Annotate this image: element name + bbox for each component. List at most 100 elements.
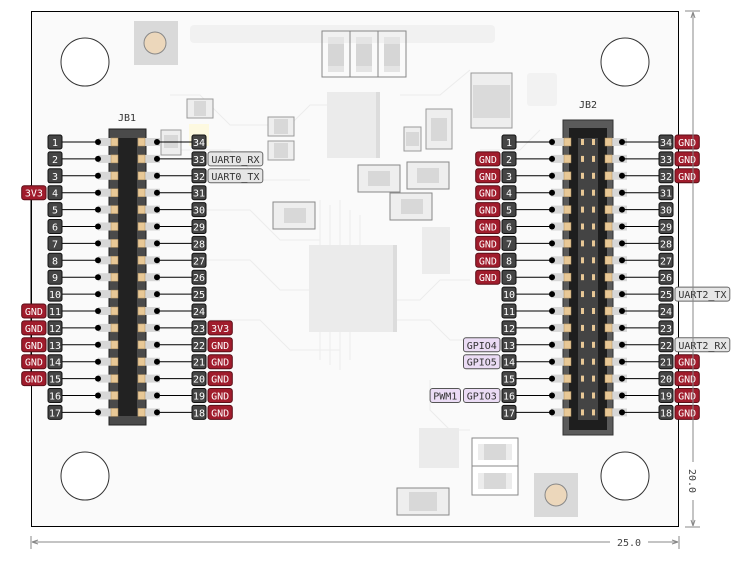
pin-dot bbox=[619, 392, 625, 399]
pin-dot bbox=[154, 291, 160, 298]
pin-jb1-29[interactable]: 29 bbox=[137, 219, 207, 234]
pin-number-box bbox=[501, 168, 517, 184]
pin-pad bbox=[110, 188, 119, 197]
pin-dot bbox=[154, 341, 160, 348]
pin-jb2-23[interactable]: 23 bbox=[592, 320, 674, 336]
pin-jb1-31[interactable]: 31 bbox=[137, 185, 207, 201]
pin-jb1-7[interactable]: 7 bbox=[47, 235, 119, 251]
pin-dot bbox=[95, 392, 101, 399]
pin-tag-gnd: GND bbox=[475, 168, 501, 184]
pin-pad bbox=[137, 357, 146, 366]
pin-jb2-11[interactable]: 11 bbox=[501, 303, 584, 319]
pin-jb2-29[interactable]: 29 bbox=[592, 219, 674, 234]
pin-tag-label: GND bbox=[25, 324, 43, 335]
pin-number: 17 bbox=[49, 408, 61, 419]
pin-number: 3 bbox=[52, 172, 58, 183]
pin-jb1-8[interactable]: 8 bbox=[47, 252, 119, 268]
pin-jb2-26[interactable]: 26 bbox=[592, 269, 674, 285]
pin-jb1-34[interactable]: 34 bbox=[137, 134, 207, 150]
pin-jb1-26[interactable]: 26 bbox=[137, 269, 207, 285]
pin-jb2-17[interactable]: 17 bbox=[501, 404, 584, 420]
pin-jb2-24[interactable]: 24 bbox=[592, 303, 674, 319]
pin-jb1-30[interactable]: 30 bbox=[137, 202, 207, 218]
pin-jb2-30[interactable]: 30 bbox=[592, 202, 674, 218]
pin-lead bbox=[551, 391, 570, 400]
pin-pad bbox=[604, 408, 613, 417]
pin-pad bbox=[604, 256, 613, 265]
pin-number: 5 bbox=[506, 206, 512, 217]
pin-number: 27 bbox=[660, 256, 672, 267]
pin-jb1-1[interactable]: 1 bbox=[47, 134, 119, 150]
pin-pad-inner bbox=[592, 308, 595, 314]
pin-number: 29 bbox=[193, 223, 205, 234]
pin-number: 19 bbox=[660, 392, 672, 403]
pin-lead bbox=[141, 323, 160, 332]
pin-jb1-9[interactable]: 9 bbox=[47, 269, 119, 285]
pin-jb1-24[interactable]: 24 bbox=[137, 303, 207, 319]
pin-jb2-10[interactable]: 10 bbox=[501, 286, 584, 302]
pin-number: 32 bbox=[193, 172, 205, 183]
pin-number: 12 bbox=[503, 324, 515, 335]
pin-jb1-3[interactable]: 3 bbox=[47, 168, 119, 184]
pin-jb2-15[interactable]: 15 bbox=[501, 371, 584, 387]
pin-jb1-25[interactable]: 25 bbox=[137, 286, 207, 302]
pin-tag-uart: UART0_TX bbox=[207, 168, 264, 184]
pin-jb1-2[interactable]: 2 bbox=[47, 151, 119, 167]
pin-jb2-31[interactable]: 31 bbox=[592, 185, 674, 201]
pin-pad bbox=[110, 289, 119, 299]
pin-dot bbox=[549, 358, 555, 365]
pin-jb2-28[interactable]: 28 bbox=[592, 235, 674, 251]
pin-jb1-16[interactable]: 16 bbox=[47, 388, 119, 403]
pin-tag-label: GND bbox=[479, 256, 497, 267]
pin-lead bbox=[551, 340, 570, 349]
pin-lead bbox=[608, 171, 627, 180]
pin-jb2-27[interactable]: 27 bbox=[592, 252, 674, 268]
pin-jb1-27[interactable]: 27 bbox=[137, 252, 207, 268]
pin-jb2-12[interactable]: 12 bbox=[501, 320, 584, 336]
pin-number-box bbox=[191, 286, 207, 302]
pin-tag-box bbox=[207, 337, 233, 353]
pin-jb1-17[interactable]: 17 bbox=[47, 404, 119, 420]
pin-lead bbox=[141, 171, 160, 180]
pin-number: 20 bbox=[660, 375, 672, 386]
pin-jb1-6[interactable]: 6 bbox=[47, 219, 119, 234]
pin-jb1-28[interactable]: 28 bbox=[137, 235, 207, 251]
pin-pad bbox=[604, 374, 613, 383]
pin-dot bbox=[549, 257, 555, 264]
pin-jb1-10[interactable]: 10 bbox=[47, 286, 119, 302]
pin-tag-gnd: GND bbox=[21, 303, 47, 319]
pin-tag-gnd: GND bbox=[207, 404, 233, 420]
pin-tag-box bbox=[207, 320, 233, 336]
pin-jb1-5[interactable]: 5 bbox=[47, 202, 119, 218]
pin-dot bbox=[95, 155, 101, 162]
pin-jb2-1[interactable]: 1 bbox=[501, 134, 584, 150]
